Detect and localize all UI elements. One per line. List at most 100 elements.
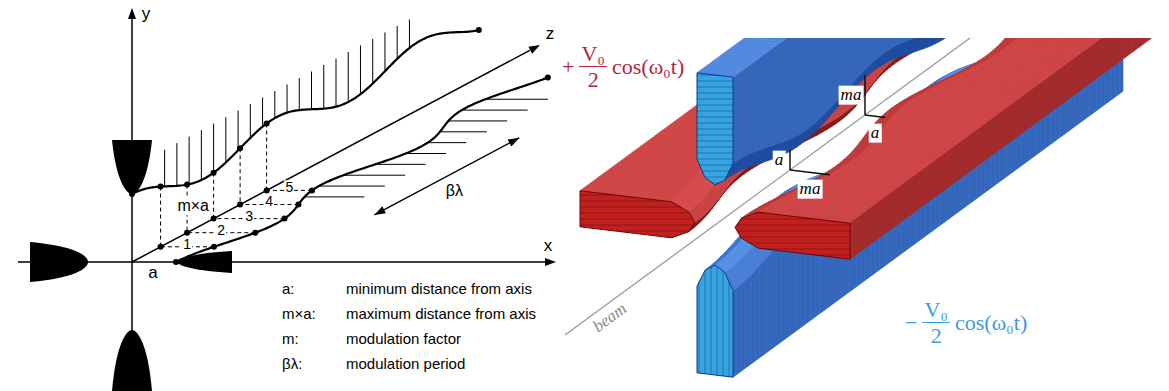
- point-dot: [173, 259, 179, 265]
- vane-face: [853, 38, 857, 83]
- callout-number: 1: [182, 237, 192, 252]
- dimension-arrowhead: [374, 206, 386, 215]
- vane-face: [993, 116, 997, 155]
- vane-face: [858, 215, 862, 254]
- hatch-line: [225, 117, 226, 162]
- vane-face: [1090, 44, 1094, 83]
- vane-face: [763, 52, 767, 148]
- vane-face: [771, 47, 775, 146]
- vane-face: [921, 168, 925, 207]
- vane-face: [1101, 38, 1105, 75]
- hatch-line: [440, 131, 487, 132]
- hatch-line: [360, 45, 361, 94]
- vane-face: [902, 38, 906, 43]
- point-dot: [184, 182, 190, 188]
- vane-face: [914, 174, 918, 213]
- vane-face: [849, 38, 853, 87]
- hatch-line: [343, 175, 405, 176]
- beam-label: beam: [590, 300, 631, 337]
- voltage-formula: −V₀2cos(ω₀t): [905, 298, 1027, 347]
- vane-face: [891, 190, 895, 229]
- vane-face: [1023, 94, 1027, 133]
- vane-face: [1041, 80, 1045, 119]
- vane-profile-curve: [176, 78, 548, 262]
- vane-face: [1004, 108, 1008, 147]
- vane-face: [929, 163, 933, 202]
- vane-face: [894, 38, 898, 47]
- vane-face: [963, 138, 967, 177]
- point-dot: [237, 145, 243, 151]
- vane-face: [1053, 72, 1057, 111]
- point-dot: [129, 191, 135, 197]
- vane-face: [910, 176, 914, 215]
- vane-face: [748, 274, 752, 366]
- hatch-line: [323, 65, 324, 109]
- vane-face: [756, 58, 760, 151]
- hatch-line: [250, 104, 251, 138]
- distance-label: a: [148, 264, 157, 283]
- hatch-line: [201, 130, 202, 180]
- vane-face: [741, 281, 745, 371]
- hatch-line: [485, 99, 548, 100]
- dimension-label: βλ: [444, 182, 465, 200]
- vane-face: [1030, 88, 1034, 127]
- vane-face: [985, 121, 989, 160]
- vane-face: [819, 38, 823, 119]
- point-dot: [476, 27, 482, 33]
- vane-face: [744, 278, 748, 369]
- axis-label: z: [546, 25, 555, 44]
- vane-face: [1068, 61, 1072, 100]
- distance-marker: [790, 170, 830, 175]
- vane-face: [1008, 105, 1012, 144]
- hatch-line: [176, 143, 177, 186]
- distance-marker: [864, 75, 866, 115]
- vane-face: [1139, 38, 1143, 47]
- axis-label: y: [142, 5, 151, 24]
- vane-face: [879, 38, 883, 57]
- vane-front-face: [697, 265, 733, 377]
- dimension-arrowhead: [508, 138, 520, 147]
- vane-face: [1131, 38, 1135, 53]
- vane-face: [865, 209, 869, 248]
- hatch-line: [375, 164, 425, 165]
- vane-face: [801, 38, 805, 134]
- voltage-divisor: 2: [922, 322, 950, 347]
- dashed-projection: [160, 187, 161, 247]
- vane-face: [857, 38, 861, 78]
- vane-face: [1049, 75, 1053, 114]
- vane-face: [797, 38, 801, 136]
- vane-face: [752, 61, 756, 153]
- vane-face: [876, 201, 880, 240]
- definition-term: m:: [282, 331, 299, 348]
- axis-arrowhead: [545, 258, 556, 266]
- vane-face: [955, 143, 959, 182]
- vane-face: [1094, 42, 1098, 81]
- vane-face: [1135, 38, 1139, 50]
- vane-face: [1075, 55, 1079, 94]
- vane-face: [899, 185, 903, 224]
- callout-number: 2: [216, 223, 226, 238]
- voltage-sign: +: [562, 55, 574, 78]
- vane-face: [778, 240, 782, 344]
- point-dot: [309, 187, 315, 193]
- vane-face: [854, 218, 858, 257]
- vane-face: [763, 257, 767, 355]
- distance-marker: [789, 150, 791, 170]
- hatch-line: [428, 142, 467, 143]
- vane-face: [868, 38, 872, 67]
- vane-face: [1098, 39, 1102, 78]
- definition-term: a:: [282, 281, 295, 298]
- vane-face: [1146, 38, 1150, 42]
- vane-face: [942, 38, 954, 40]
- vane-face: [737, 72, 741, 161]
- vane-face: [940, 154, 944, 193]
- vane-face: [861, 38, 865, 74]
- vane-face: [906, 179, 910, 218]
- vane-face: [786, 38, 790, 141]
- hatch-line: [409, 19, 410, 48]
- vane-face: [1000, 110, 1004, 149]
- vane-face: [906, 38, 910, 41]
- axis-arrowhead: [528, 45, 540, 54]
- voltage-amplitude: V₀: [579, 42, 607, 66]
